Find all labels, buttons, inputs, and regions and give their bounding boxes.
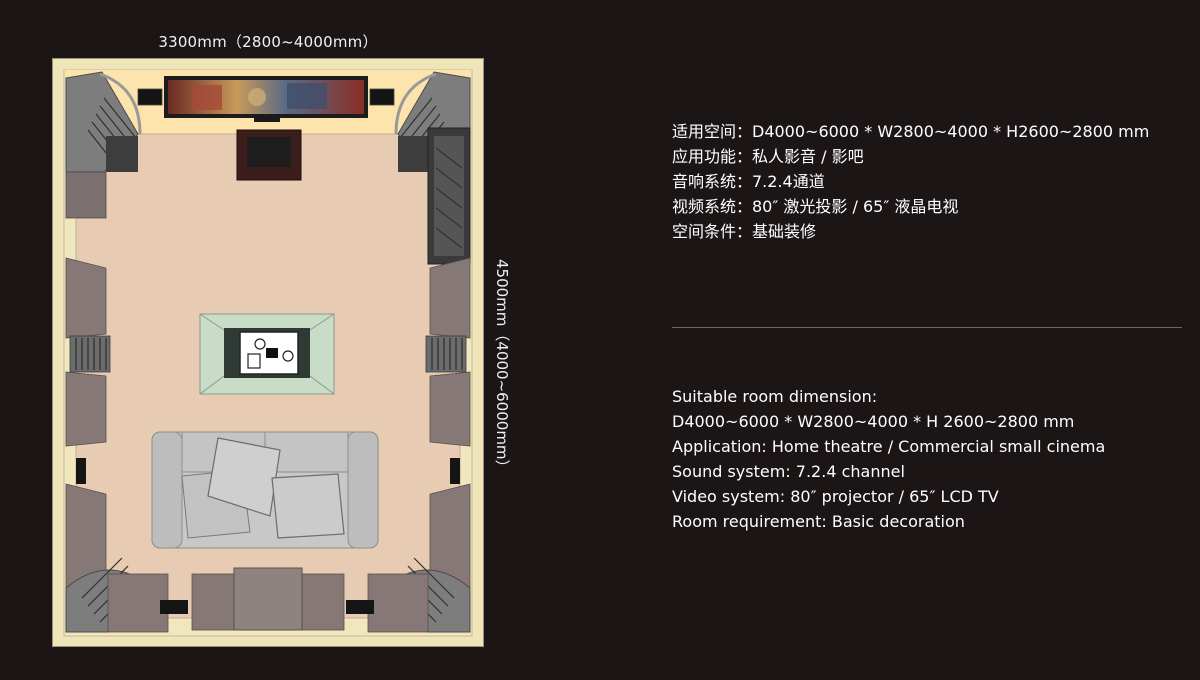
room-width-label: 3300mm（2800~4000mm）: [158, 33, 378, 51]
center-speaker-icon: [254, 115, 280, 122]
spec-line-application-en: Application: Home theatre / Commercial s…: [672, 437, 1106, 456]
surround-right-speaker-icon: [450, 458, 460, 484]
spec-line-video-en: Video system: 80″ projector / 65″ LCD TV: [672, 487, 999, 506]
right-wall-panels: [425, 257, 471, 447]
spec-line-requirement-en: Room requirement: Basic decoration: [672, 512, 965, 531]
spec-line-room-size-en: D4000~6000 * W2800~4000 * H 2600~2800 mm: [672, 412, 1075, 431]
tv-cabinet: [236, 129, 302, 181]
specs-chinese: 适用空间：D4000~6000 * W2800~4000 * H2600~280…: [672, 119, 1149, 244]
side-tv: [427, 127, 471, 265]
floor-plan: [52, 58, 484, 647]
projection-screen: [164, 76, 368, 118]
corner-bass-trap-right-rear: [367, 483, 471, 633]
divider: [672, 327, 1182, 328]
surround-left-speaker-icon: [76, 458, 86, 484]
spec-line-video-cn: 视频系统：80″ 激光投影 / 65″ 液晶电视: [672, 197, 959, 216]
front-right-speaker-icon: [369, 88, 395, 106]
rear-right-speaker-icon: [346, 600, 374, 614]
spec-line-application-cn: 应用功能：私人影音 / 影吧: [672, 147, 864, 166]
spec-line-sound-en: Sound system: 7.2.4 channel: [672, 462, 905, 481]
coffee-table: [199, 313, 335, 395]
spec-line-room-heading-en: Suitable room dimension:: [672, 387, 878, 406]
spec-line-requirement-cn: 空间条件：基础装修: [672, 222, 817, 241]
sofa: [151, 431, 379, 549]
corner-bass-trap-left-front: [65, 71, 142, 219]
spec-line-room-size-cn: 适用空间：D4000~6000 * W2800~4000 * H2600~280…: [672, 122, 1150, 141]
rear-left-speaker-icon: [160, 600, 188, 614]
specs-english: Suitable room dimension: D4000~6000 * W2…: [672, 384, 1105, 534]
front-left-speaker-icon: [137, 88, 163, 106]
rear-platform: [191, 567, 345, 631]
room-depth-label: 4500mm（4000~6000mm）: [493, 259, 511, 475]
spec-line-sound-cn: 音响系统：7.2.4通道: [672, 172, 825, 191]
left-wall-panels: [65, 257, 111, 447]
corner-bass-trap-left-rear: [65, 483, 169, 633]
